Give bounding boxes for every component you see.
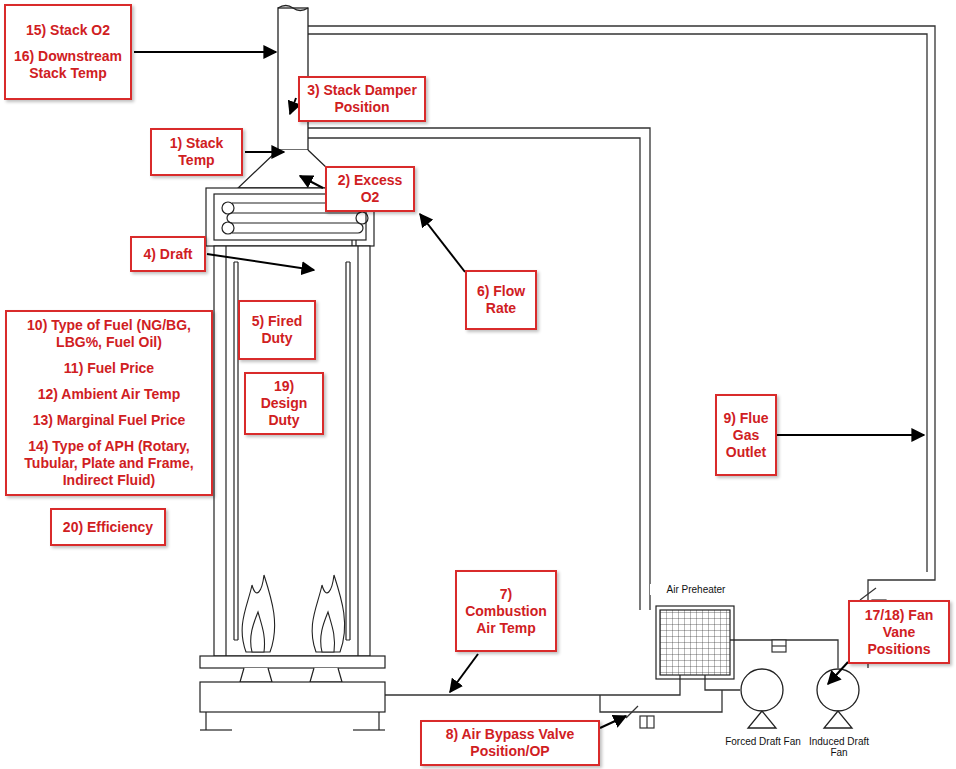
callout-text: 2) Excess O2 xyxy=(332,172,408,206)
duct-lines xyxy=(385,675,680,695)
callout-arrows xyxy=(290,98,296,114)
damper-symbols xyxy=(772,645,786,646)
heater-base xyxy=(200,729,232,730)
radiant-section xyxy=(233,262,234,640)
burner-flames xyxy=(312,575,345,652)
callout-text: 1) Stack Temp xyxy=(157,135,236,169)
callout-arrows xyxy=(777,434,924,436)
fan-vane-callout: 17/18) Fan Vane Positions xyxy=(848,600,950,664)
duct-lines xyxy=(308,26,935,712)
damper-symbols xyxy=(772,640,786,652)
duct-lines xyxy=(308,26,935,668)
callout-text: 17/18) Fan Vane Positions xyxy=(855,607,943,658)
damper-symbols xyxy=(626,706,638,718)
callout-text: 20) Efficiency xyxy=(63,519,153,536)
duct-lines xyxy=(730,640,838,668)
callout-text: 8) Air Bypass Valve Position/OP xyxy=(427,726,593,760)
callout-text: 7) Combustion Air Temp xyxy=(462,586,550,637)
damper-symbols xyxy=(640,716,654,728)
burner-flames xyxy=(242,575,345,652)
stack xyxy=(278,6,308,11)
callout-text: 6) Flow Rate xyxy=(472,283,530,317)
callout-text: 5) Fired Duty xyxy=(245,313,309,347)
radiant-section xyxy=(225,246,226,656)
callout-arrows xyxy=(134,51,276,53)
heater-base xyxy=(378,712,379,730)
heater-base xyxy=(200,656,385,730)
burner-flames xyxy=(251,612,265,652)
callout-arrows xyxy=(207,254,314,270)
draft-fans xyxy=(748,711,776,728)
convection-section xyxy=(356,212,368,224)
callout-text: 16) Downstream Stack Temp xyxy=(11,48,125,82)
excess-o2-callout: 2) Excess O2 xyxy=(325,166,415,212)
radiant-section xyxy=(349,262,350,640)
fuel-inputs-callout: 10) Type of Fuel (NG/BG, LBG%, Fuel Oil)… xyxy=(5,310,213,496)
callout-text: 12) Ambient Air Temp xyxy=(38,386,181,403)
damper-symbols xyxy=(646,716,647,728)
heater-base xyxy=(200,682,385,712)
burner-flames xyxy=(242,575,275,652)
callout-arrows xyxy=(828,662,848,684)
callout-arrows xyxy=(245,151,284,153)
callout-arrows xyxy=(450,654,478,692)
callout-arrows xyxy=(420,214,465,272)
fired-duty-callout: 5) Fired Duty xyxy=(238,300,316,360)
burner-flames xyxy=(321,612,335,652)
callout-arrows xyxy=(300,176,323,188)
draft-fans xyxy=(824,711,852,728)
convection-section xyxy=(222,202,234,214)
flue-gas-callout: 9) Flue Gas Outlet xyxy=(715,394,777,476)
stack-o2-callout: 15) Stack O2 16) Downstream Stack Temp xyxy=(4,4,132,100)
callout-text: 14) Type of APH (Rotary, Tubular, Plate … xyxy=(12,438,206,489)
radiant-section xyxy=(214,246,370,656)
part-label: Forced Draft Fan xyxy=(722,736,804,747)
duct-lines xyxy=(705,675,740,690)
air-preheater xyxy=(656,606,734,679)
draft-fans xyxy=(817,669,859,711)
flow-rate-callout: 6) Flow Rate xyxy=(465,270,537,330)
damper-callout: 3) Stack Damper Position xyxy=(298,76,426,122)
duct-lines xyxy=(600,690,722,712)
draft-fans xyxy=(741,669,783,711)
heater-base xyxy=(205,712,206,730)
callout-text: 13) Marginal Fuel Price xyxy=(33,412,186,429)
draft-fans xyxy=(741,669,859,728)
callout-arrows xyxy=(600,716,626,728)
heater-base xyxy=(353,729,385,730)
radiant-section xyxy=(214,246,370,656)
bypass-valve-callout: 8) Air Bypass Valve Position/OP xyxy=(420,720,600,766)
heater-base xyxy=(240,668,272,682)
callout-text: 11) Fuel Price xyxy=(64,360,154,377)
design-duty-callout: 19) Design Duty xyxy=(244,372,324,435)
callout-text: 19) Design Duty xyxy=(251,378,317,429)
damper-symbols xyxy=(281,114,886,728)
combustion-air-callout: 7) Combustion Air Temp xyxy=(455,570,557,652)
air-preheater xyxy=(656,606,734,679)
stack-temp-callout: 1) Stack Temp xyxy=(150,128,243,176)
radiant-section xyxy=(345,262,346,640)
callout-text: 15) Stack O2 xyxy=(26,22,110,39)
air-preheater xyxy=(660,610,730,675)
damper-symbols xyxy=(860,588,876,600)
part-label: Induced Draft Fan xyxy=(806,736,872,758)
callout-text: 3) Stack Damper Position xyxy=(305,82,419,116)
convection-section xyxy=(222,222,234,234)
heater-base xyxy=(310,668,342,682)
draft-callout: 4) Draft xyxy=(130,236,206,272)
heater-base xyxy=(200,656,385,668)
callout-text: 9) Flue Gas Outlet xyxy=(722,410,770,461)
callout-text: 4) Draft xyxy=(143,246,192,263)
part-label: Air Preheater xyxy=(650,584,742,595)
radiant-section xyxy=(357,246,358,656)
callout-text: 10) Type of Fuel (NG/BG, LBG%, Fuel Oil) xyxy=(12,317,206,351)
callout-arrows xyxy=(134,52,924,728)
efficiency-callout: 20) Efficiency xyxy=(50,508,166,546)
